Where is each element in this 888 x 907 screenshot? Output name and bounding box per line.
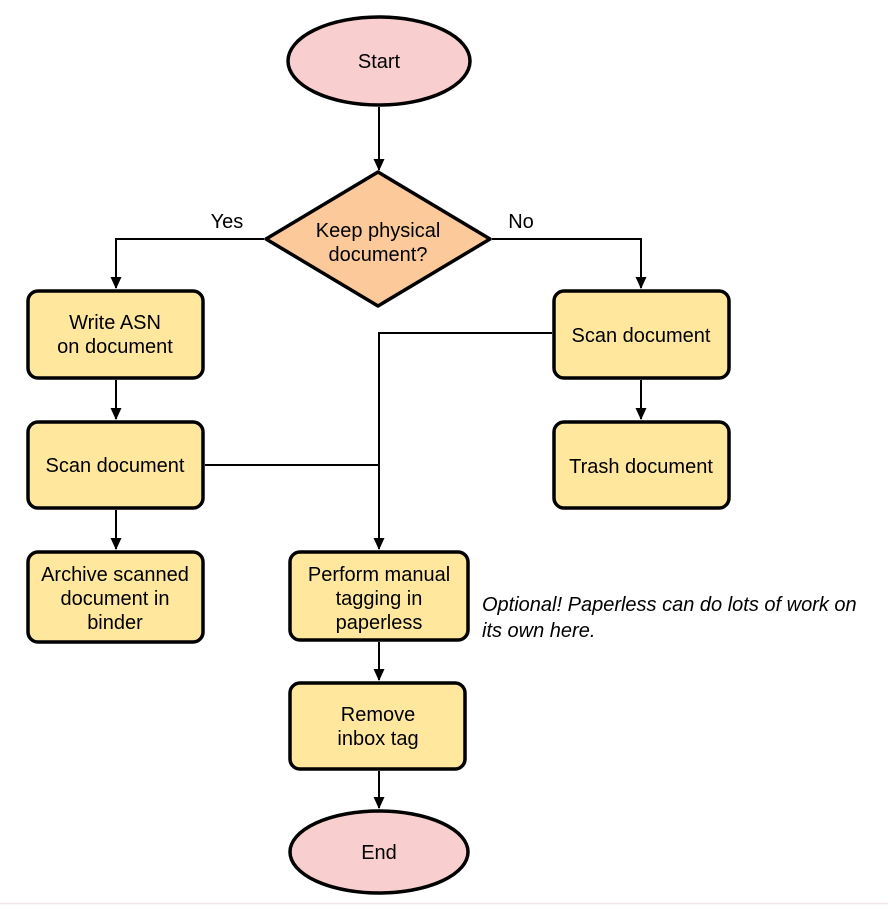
annotation-optional: Optional! Paperless can do lots of work … <box>482 594 857 642</box>
scan-right-process-shape <box>552 289 731 380</box>
node-remove-inbox: Remove inbox tag <box>288 681 467 771</box>
scan-right-label: Scan document <box>572 325 711 347</box>
write-asn-process-shape <box>26 289 205 380</box>
node-scan-right: Scan document <box>552 289 731 380</box>
scan-left-label: Scan document <box>46 455 185 477</box>
archive-process-shape <box>26 550 205 644</box>
archive-label-line1: Archive scanned <box>41 564 189 586</box>
end-terminator-shape <box>288 809 470 895</box>
remove-inbox-process-shape <box>288 681 467 771</box>
node-scan-left: Scan document <box>26 420 205 510</box>
decision-label-line2: document? <box>329 244 428 266</box>
node-decision: Keep physical document? <box>264 170 492 308</box>
write-asn-label-line2: on document <box>57 336 173 358</box>
trash-label: Trash document <box>569 456 713 478</box>
edge-label-yes: Yes <box>211 211 244 233</box>
perform-tagging-label-line3: paperless <box>336 612 423 634</box>
archive-label-line2: document in <box>61 588 170 610</box>
node-archive: Archive scanned document in binder <box>26 550 205 644</box>
edge-label-no: No <box>508 211 534 233</box>
trash-process-shape <box>552 420 731 510</box>
decision-diamond-shape <box>264 170 492 308</box>
perform-tagging-label-line1: Perform manual <box>308 564 450 586</box>
remove-inbox-label-line2: inbox tag <box>337 728 418 750</box>
archive-label-line3: binder <box>87 612 143 634</box>
remove-inbox-label-line1: Remove <box>341 704 415 726</box>
node-trash: Trash document <box>552 420 731 510</box>
edge-scan-right-to-perform-tagging <box>373 332 552 550</box>
node-perform-tagging: Perform manual tagging in paperless <box>288 550 470 642</box>
write-asn-label-line1: Write ASN <box>69 312 161 334</box>
node-start: Start <box>286 15 472 107</box>
annotation-line1: Optional! Paperless can do lots of work … <box>482 594 857 616</box>
start-terminator-shape <box>286 15 472 107</box>
end-label: End <box>361 842 397 864</box>
perform-tagging-process-shape <box>288 550 470 642</box>
edges <box>110 107 647 809</box>
decision-label-line1: Keep physical <box>316 220 441 242</box>
start-label: Start <box>358 51 401 73</box>
node-write-asn: Write ASN on document <box>26 289 205 380</box>
node-end: End <box>288 809 470 895</box>
perform-tagging-label-line2: tagging in <box>336 588 423 610</box>
edge-decision-yes-to-write-asn <box>110 238 264 289</box>
edge-decision-no-to-scan-right <box>492 238 647 289</box>
annotation-line2: its own here. <box>482 620 595 642</box>
scan-left-process-shape <box>26 420 205 510</box>
